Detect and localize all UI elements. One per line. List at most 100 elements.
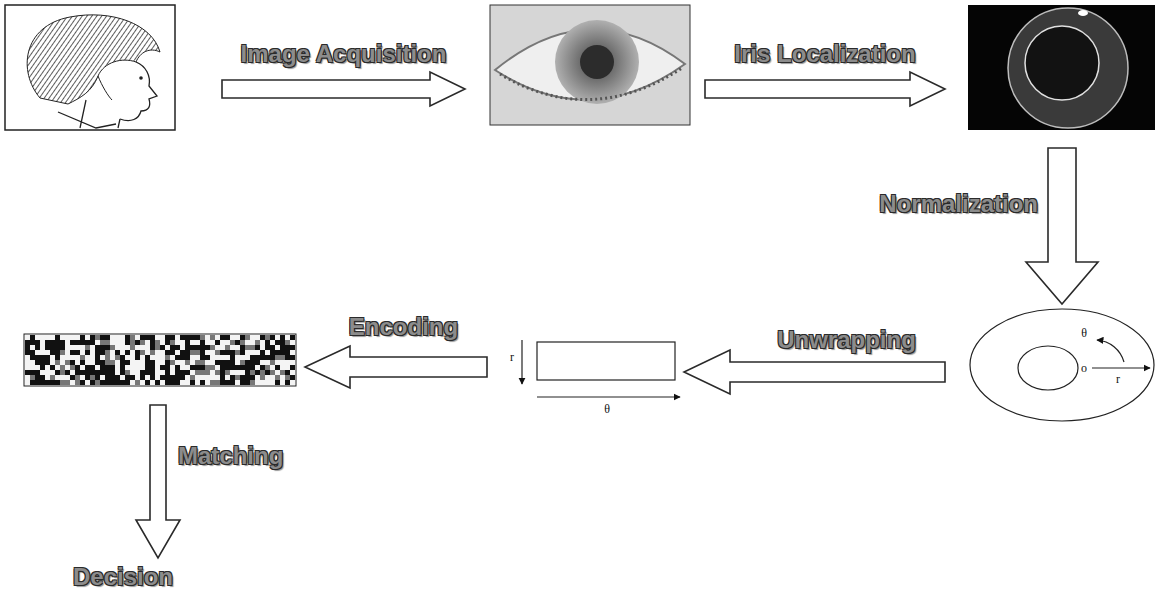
code-bit (255, 370, 260, 375)
code-bit (235, 345, 240, 350)
code-bit (80, 380, 85, 385)
code-bit (175, 345, 180, 350)
code-bit (210, 350, 215, 355)
code-bit (80, 375, 85, 380)
code-bit (110, 340, 115, 345)
code-bit (55, 365, 60, 370)
code-bit (205, 360, 210, 365)
code-bit (225, 355, 230, 360)
code-bit (30, 345, 35, 350)
code-bit (240, 380, 245, 385)
code-bit (110, 380, 115, 385)
code-bit (230, 365, 235, 370)
code-bit (195, 375, 200, 380)
code-bit (175, 370, 180, 375)
code-bit (255, 340, 260, 345)
code-bit (260, 360, 265, 365)
code-bit (120, 380, 125, 385)
code-bit (255, 350, 260, 355)
code-bit (75, 350, 80, 355)
code-bit (185, 355, 190, 360)
code-bit (50, 375, 55, 380)
code-bit (190, 375, 195, 380)
code-bit (235, 360, 240, 365)
code-bit (85, 345, 90, 350)
code-bit (110, 335, 115, 340)
code-bit (230, 380, 235, 385)
code-bit (70, 370, 75, 375)
code-bit (220, 370, 225, 375)
axis-label: θ (1077, 326, 1091, 340)
code-bit (255, 380, 260, 385)
code-bit (140, 355, 145, 360)
code-bit (140, 350, 145, 355)
code-bit (185, 360, 190, 365)
code-bit (270, 380, 275, 385)
code-bit (275, 380, 280, 385)
code-bit (165, 365, 170, 370)
code-bit (245, 360, 250, 365)
code-bit (60, 340, 65, 345)
code-bit (80, 335, 85, 340)
code-bit (140, 370, 145, 375)
code-bit (280, 340, 285, 345)
code-bit (245, 355, 250, 360)
code-bit (85, 365, 90, 370)
code-bit (250, 350, 255, 355)
code-bit (205, 335, 210, 340)
code-bit (175, 380, 180, 385)
code-bit (115, 360, 120, 365)
code-bit (220, 365, 225, 370)
code-bit (130, 350, 135, 355)
code-bit (50, 365, 55, 370)
code-bit (235, 355, 240, 360)
code-bit (135, 355, 140, 360)
code-bit (30, 340, 35, 345)
code-bit (250, 380, 255, 385)
code-bit (170, 335, 175, 340)
code-bit (200, 380, 205, 385)
code-bit (240, 350, 245, 355)
code-bit (170, 365, 175, 370)
code-bit (280, 360, 285, 365)
code-bit (165, 380, 170, 385)
code-bit (115, 380, 120, 385)
code-bit (80, 340, 85, 345)
code-bit (230, 375, 235, 380)
code-bit (115, 365, 120, 370)
code-bit (230, 355, 235, 360)
code-bit (255, 345, 260, 350)
code-bit (160, 380, 165, 385)
code-bit (230, 370, 235, 375)
code-bit (205, 355, 210, 360)
code-bit (105, 370, 110, 375)
eye-photo (490, 5, 690, 125)
code-bit (95, 375, 100, 380)
code-bit (215, 360, 220, 365)
code-bit (45, 360, 50, 365)
code-bit (275, 340, 280, 345)
code-bit (55, 335, 60, 340)
code-bit (180, 370, 185, 375)
axis-label: r (506, 350, 518, 364)
code-bit (215, 345, 220, 350)
code-bit (100, 355, 105, 360)
code-bit (125, 370, 130, 375)
code-bit (95, 345, 100, 350)
code-bit (140, 340, 145, 345)
flow-arrow (1026, 148, 1098, 304)
code-bit (175, 375, 180, 380)
flow-arrow (684, 350, 945, 394)
step-label: Matching (178, 442, 356, 470)
code-bit (200, 335, 205, 340)
code-bit (105, 365, 110, 370)
code-bit (40, 360, 45, 365)
code-bit (200, 345, 205, 350)
code-bit (140, 345, 145, 350)
code-bit (175, 365, 180, 370)
flow-arrow (136, 405, 180, 558)
code-bit (260, 340, 265, 345)
code-bit (65, 350, 70, 355)
code-bit (50, 355, 55, 360)
code-bit (215, 350, 220, 355)
